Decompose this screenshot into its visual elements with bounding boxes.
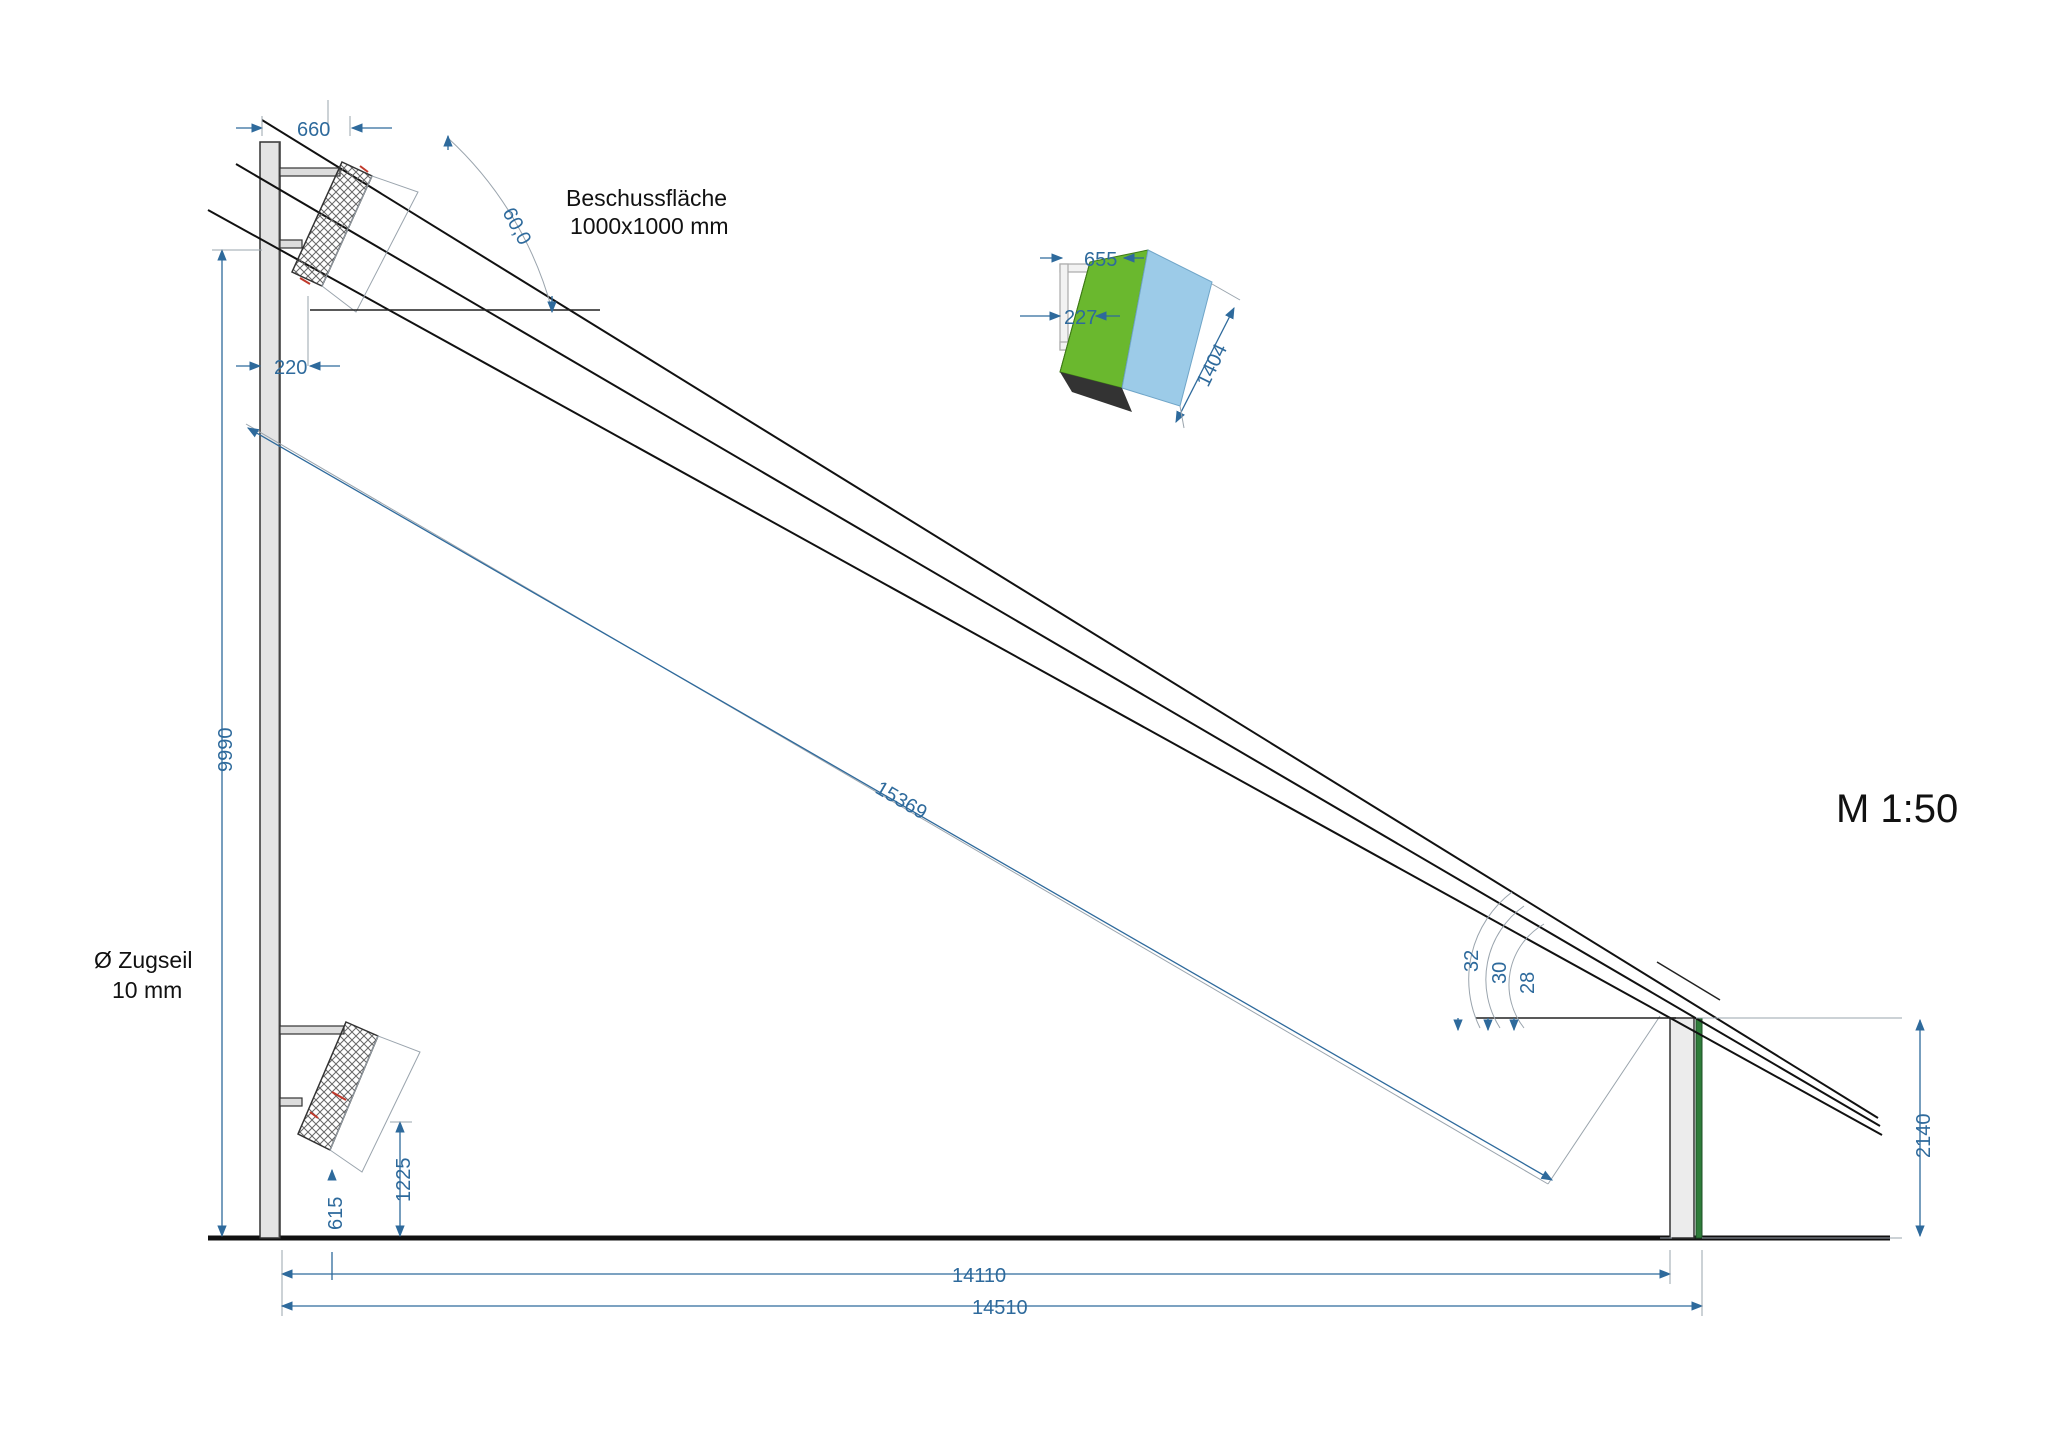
rope-label-2: 10 mm xyxy=(112,977,182,1003)
dim-angle-32: 32 xyxy=(1461,950,1483,972)
end-post xyxy=(1669,1017,1695,1239)
dim-15369: 15369 xyxy=(872,777,931,824)
dimension-lines xyxy=(212,116,1925,1316)
dim-angle-28: 28 xyxy=(1517,972,1539,994)
end-post-green-strip xyxy=(1695,1017,1703,1239)
dim-9990: 9990 xyxy=(215,728,237,773)
ropes xyxy=(207,119,1883,1136)
rope-label-1: Ø Zugseil xyxy=(94,947,192,973)
target-area-label-1: Beschussfläche xyxy=(566,185,727,211)
mast xyxy=(259,141,281,1239)
lower-target-holder xyxy=(279,1021,421,1173)
dim-660: 660 xyxy=(297,119,330,141)
dim-2140: 2140 xyxy=(1913,1114,1935,1159)
dim-angle-30: 30 xyxy=(1489,962,1511,984)
dim-1225: 1225 xyxy=(393,1158,415,1203)
target-area-label-2: 1000x1000 mm xyxy=(570,213,729,239)
dim-615: 615 xyxy=(325,1197,347,1230)
target-box-detail xyxy=(1059,249,1213,412)
scale-label: M 1:50 xyxy=(1836,787,1958,831)
dim-14510: 14510 xyxy=(972,1297,1028,1319)
dim-box-227: 227 xyxy=(1064,307,1097,329)
angle-arc-60 xyxy=(447,137,553,311)
dim-220: 220 xyxy=(274,357,307,379)
dim-60-angle: 60,0 xyxy=(498,204,536,249)
upper-target-holder xyxy=(279,161,419,313)
dim-14110: 14110 xyxy=(952,1265,1006,1287)
dim-box-655: 655 xyxy=(1084,249,1117,271)
dim-box-1404: 1404 xyxy=(1193,341,1232,391)
